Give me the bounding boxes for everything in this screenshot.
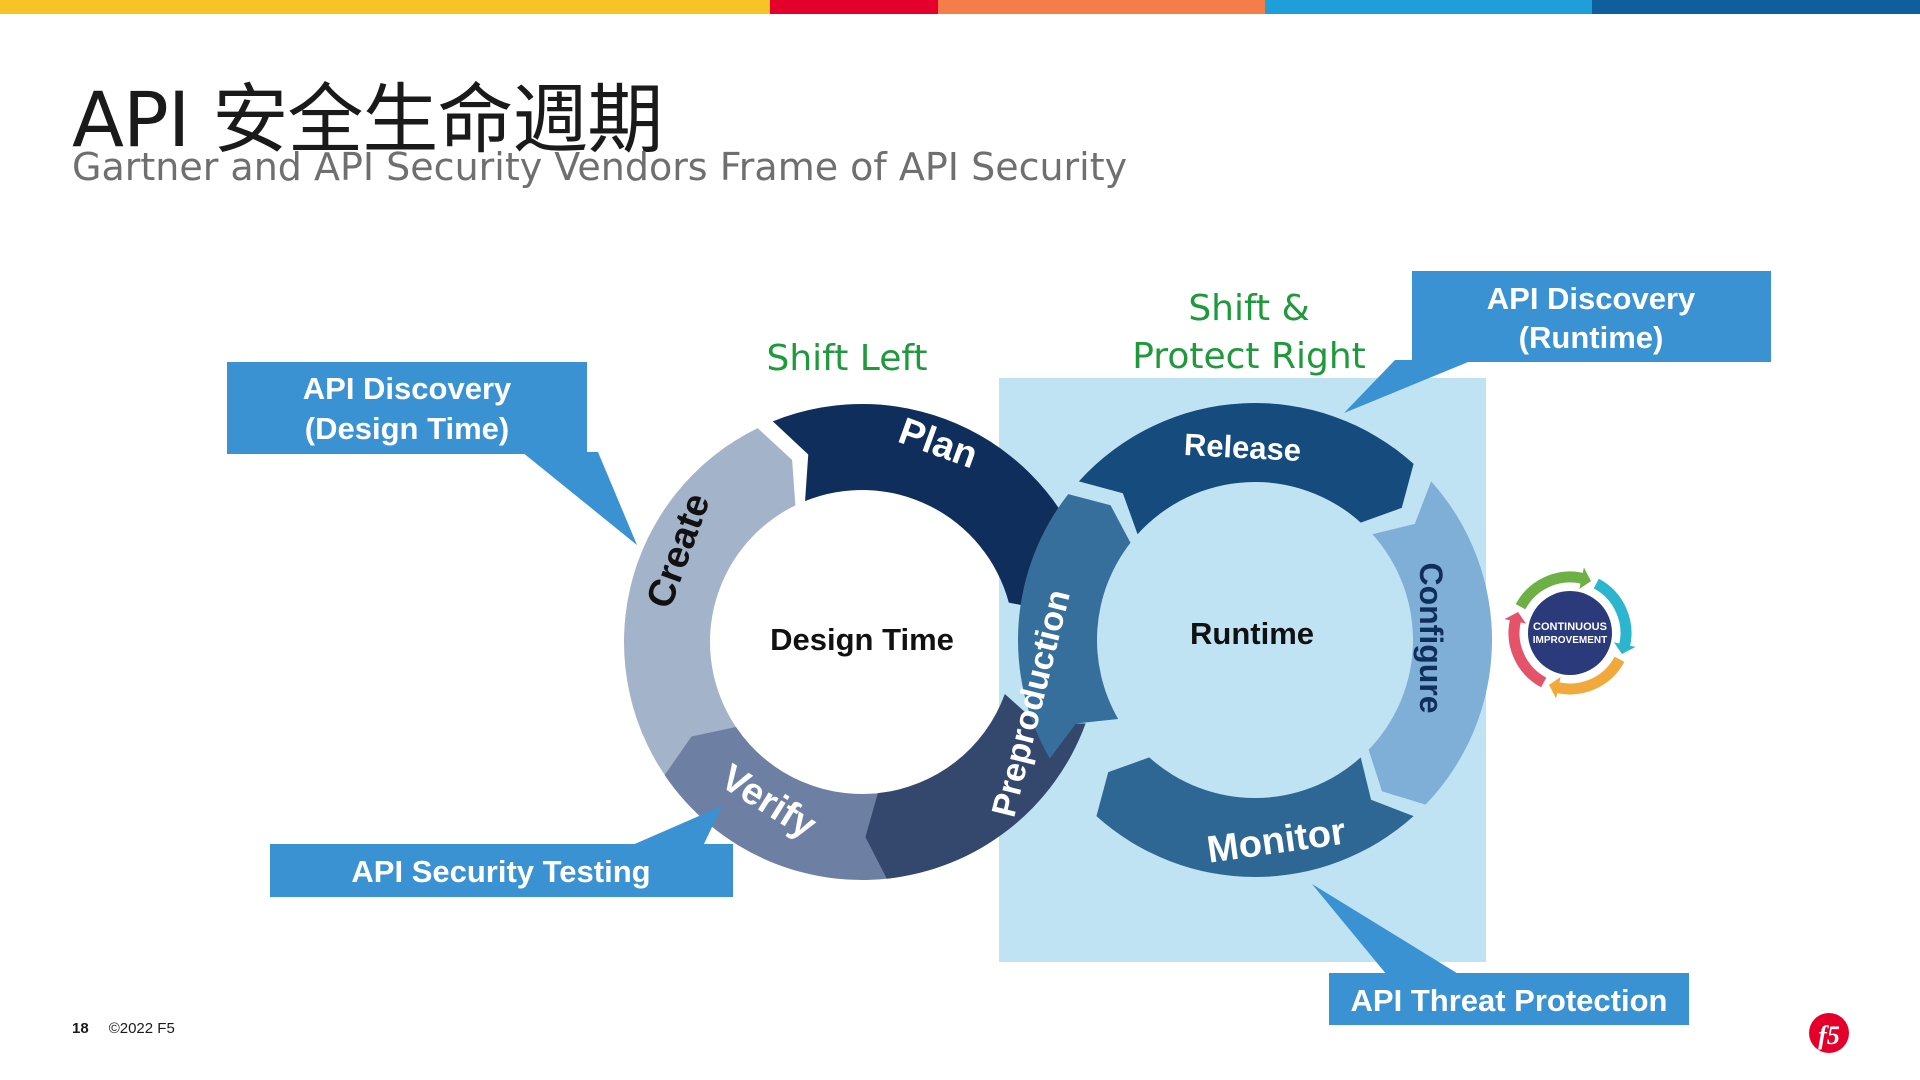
callout-api-security-testing: API Security Testing — [270, 806, 733, 897]
slide-subtitle: Gartner and API Security Vendors Frame o… — [72, 145, 1128, 189]
segment-preproduction-left — [865, 693, 1086, 879]
badge-arc-orange — [1555, 656, 1625, 695]
callout-api-discovery-runtime-line1: API Discovery — [1487, 281, 1696, 316]
segment-monitor — [1096, 757, 1414, 877]
badge-text-line2: IMPROVEMENT — [1533, 635, 1607, 646]
shift-left-heading: Shift Left — [767, 338, 928, 379]
top-bar-dark-blue — [1592, 0, 1920, 14]
segment-preproduction-right — [1017, 494, 1131, 759]
badge-arrowhead-cyan — [1614, 642, 1636, 654]
shift-right-heading-line1: Shift & — [1188, 288, 1309, 329]
slide-footer: 18 ©2022 F5 — [72, 1020, 175, 1037]
callout-api-discovery-design-line2: (Design Time) — [305, 411, 509, 446]
badge-arc-pink — [1508, 618, 1547, 688]
design-time-label: Design Time — [770, 622, 954, 657]
badge-arc-cyan — [1593, 578, 1632, 648]
badge-center — [1528, 591, 1612, 675]
segment-plan — [772, 403, 1092, 612]
copyright: ©2022 F5 — [108, 1020, 175, 1037]
callout-api-discovery-design-line1: API Discovery — [303, 371, 512, 406]
page-number: 18 — [72, 1020, 89, 1037]
segment-label-release: Release — [1183, 427, 1302, 468]
callout-api-security-testing-label: API Security Testing — [351, 854, 650, 889]
badge-arrowhead-orange — [1549, 677, 1561, 699]
badge-arrowhead-green — [1579, 567, 1591, 589]
top-bar-yellow — [0, 0, 770, 14]
callout-api-discovery-design: API Discovery (Design Time) — [227, 362, 637, 545]
segment-verify — [664, 726, 904, 880]
top-bar-orange — [938, 0, 1265, 14]
badge-arrowhead-pink — [1504, 612, 1526, 624]
badge-text-line1: CONTINUOUS — [1533, 621, 1607, 633]
top-bar-light-blue — [1265, 0, 1592, 14]
top-bar-red — [770, 0, 938, 14]
continuous-improvement-badge: CONTINUOUS IMPROVEMENT — [1500, 563, 1640, 703]
f5-logo: f5 — [1809, 1013, 1849, 1053]
callout-api-discovery-runtime: API Discovery (Runtime) — [1344, 271, 1771, 413]
segment-label-configure: Configure — [1413, 562, 1449, 713]
shift-right-heading-line2: Protect Right — [1132, 336, 1366, 377]
segment-create — [624, 428, 796, 789]
segment-configure — [1368, 481, 1492, 805]
runtime-label: Runtime — [1190, 616, 1314, 651]
callout-api-threat-protection-label: API Threat Protection — [1351, 983, 1668, 1018]
badge-arc-green — [1515, 571, 1585, 610]
slide-title: API 安全生命週期 — [72, 75, 663, 164]
callout-api-discovery-runtime-line2: (Runtime) — [1519, 320, 1664, 355]
segment-release — [1078, 402, 1414, 535]
callout-api-threat-protection: API Threat Protection — [1312, 884, 1689, 1025]
top-color-bar — [0, 0, 1920, 14]
f5-logo-text: f5 — [1818, 1021, 1840, 1050]
